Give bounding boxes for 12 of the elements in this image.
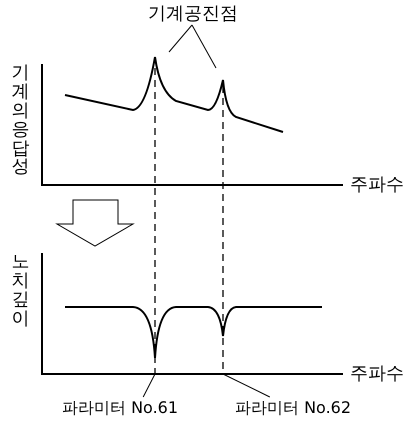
axis-title: 노치 깊이 [10,253,30,329]
parameter-label: 파라미터 No.62 [235,400,352,416]
axis-title: 주파수 [350,176,404,194]
leader-line [192,24,216,68]
axis-title: 주파수 [350,365,404,383]
callout-label: 기계공진점 [148,5,238,23]
leader-line [142,374,156,398]
leader-line [222,374,270,398]
axis-title: 기계의 응답성 [10,64,30,178]
parameter-label: 파라미터 No.61 [62,400,178,416]
leader-line [168,24,192,52]
response-curve [64,56,284,133]
